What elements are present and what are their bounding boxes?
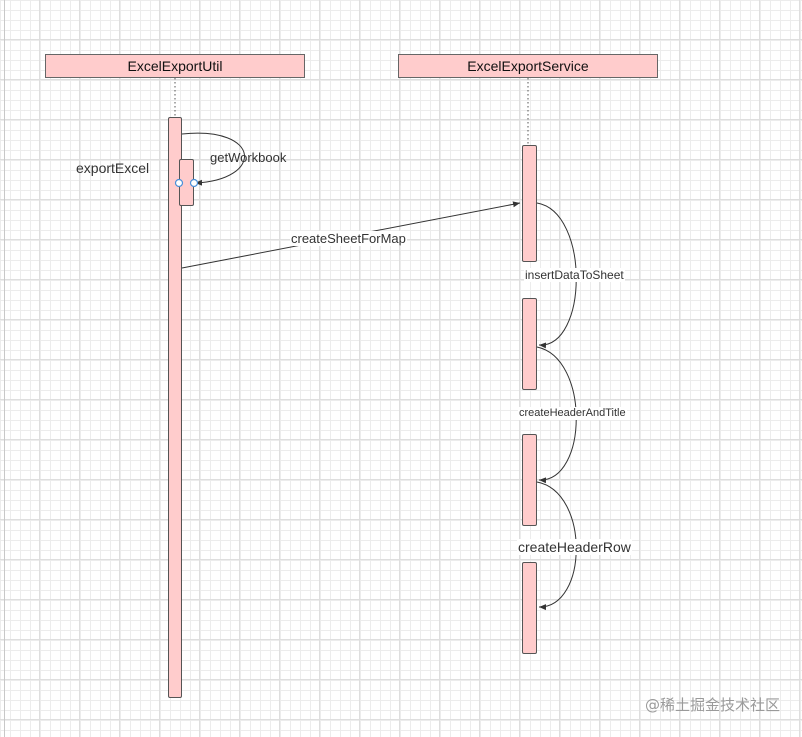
service-activation-bar-4[interactable]: [522, 562, 537, 654]
canvas-left-border: [4, 0, 5, 737]
connection-port-left[interactable]: [174, 178, 184, 188]
service-activation-bar-1[interactable]: [522, 145, 537, 262]
export-excel-label: exportExcel: [76, 160, 150, 176]
create-sheet-for-map-label: createSheetForMap: [290, 231, 407, 246]
participant-excel-export-util[interactable]: ExcelExportUtil: [45, 54, 305, 78]
insert-data-to-sheet-label: insertDataToSheet: [524, 268, 625, 282]
participant-label: ExcelExportService: [467, 58, 589, 74]
watermark: @稀土掘金技术社区: [644, 696, 780, 714]
connection-port-right[interactable]: [189, 178, 199, 188]
service-activation-bar-2[interactable]: [522, 298, 537, 390]
participant-excel-export-service[interactable]: ExcelExportService: [398, 54, 658, 78]
service-activation-bar-3[interactable]: [522, 434, 537, 526]
participant-label: ExcelExportUtil: [127, 58, 223, 74]
get-workbook-label: getWorkbook: [210, 150, 287, 165]
util-activation-bar[interactable]: [168, 117, 182, 698]
create-header-and-title-label: createHeaderAndTitle: [518, 407, 627, 420]
get-workbook-arrow[interactable]: [181, 132, 245, 186]
create-header-row-label: createHeaderRow: [517, 539, 632, 555]
